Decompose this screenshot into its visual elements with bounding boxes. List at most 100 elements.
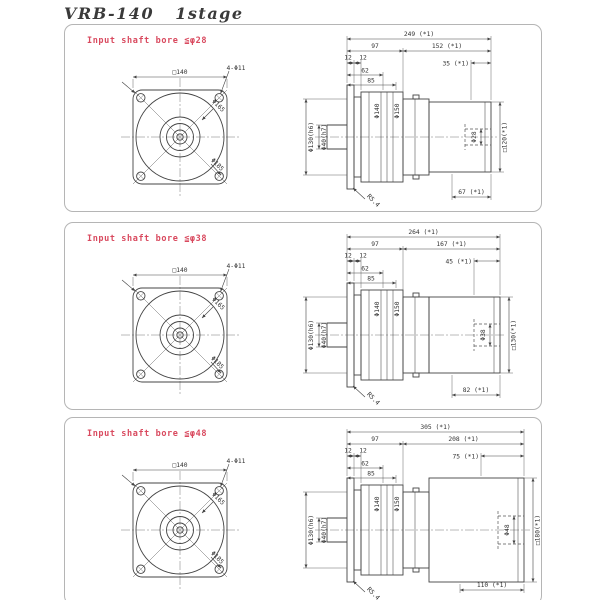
corner-radius-label: R5.4 (365, 193, 381, 209)
line (137, 371, 144, 378)
pilot-dia-label: Φ130(h6) (308, 122, 315, 152)
circle (136, 564, 146, 574)
body-dia-label: Φ140 (374, 103, 381, 118)
circle (135, 485, 225, 575)
line (137, 566, 144, 573)
dim-label: 97 (371, 43, 379, 50)
leader-line (220, 268, 230, 292)
leader-line (210, 556, 222, 569)
dim-label: 167 (*1) (436, 241, 466, 248)
leader-line (121, 474, 136, 487)
line (216, 487, 223, 494)
input-bore-note: Input shaft bore ≦φ38 (87, 234, 208, 244)
leader-line (201, 501, 214, 514)
dim-label: 208 (*1) (448, 436, 478, 443)
bolt-holes-label: 4-Φ11 (227, 458, 246, 465)
circle (135, 290, 225, 380)
total-length-label: 264 (*1) (408, 229, 438, 236)
line (137, 292, 144, 299)
leader-line (201, 108, 214, 121)
circle (166, 123, 194, 151)
circle (136, 291, 146, 301)
corner-radius-label: R5.4 (365, 391, 381, 407)
dim-label: 12 (359, 448, 367, 455)
leader-line (201, 306, 214, 319)
circle (159, 116, 201, 158)
page-title: VRB-140 1stage (64, 4, 244, 23)
motor-offset-label: 35 (*1) (442, 61, 469, 68)
outline (412, 567, 420, 573)
leader-line (121, 81, 136, 94)
circle (136, 93, 146, 103)
pilot-dia-label: Φ130(h6) (308, 320, 315, 350)
body-dia-label: Φ150 (394, 301, 401, 316)
input-bore-label: Φ28 (471, 131, 478, 143)
dim-label: 62 (361, 461, 369, 468)
body-dia-label: Φ150 (394, 496, 401, 511)
leader-line (352, 385, 366, 398)
circle (172, 522, 188, 538)
circle (136, 171, 146, 181)
bolt-holes-label: 4-Φ11 (227, 263, 246, 270)
total-length-label: 305 (*1) (420, 424, 450, 431)
line (216, 292, 223, 299)
circle (214, 291, 224, 301)
circle (214, 486, 224, 496)
outline (132, 482, 228, 578)
line (137, 94, 144, 101)
motor-offset-label: 45 (*1) (445, 259, 472, 266)
line (216, 566, 223, 573)
circle (172, 129, 188, 145)
shaft-dia-label: Φ40(h7) (321, 322, 328, 349)
dim-label: 85 (367, 276, 375, 283)
circle (136, 486, 146, 496)
adapter-length-label: 67 (*1) (458, 189, 485, 196)
input-bore-note: Input shaft bore ≦φ28 (87, 36, 208, 46)
circle (159, 509, 201, 551)
input-bore-label: Φ48 (504, 524, 511, 536)
dim-label: 62 (361, 68, 369, 75)
circle (166, 321, 194, 349)
line (137, 173, 144, 180)
shaft-dia-label: Φ40(h7) (321, 124, 328, 151)
circle (159, 314, 201, 356)
dim-label: 97 (371, 436, 379, 443)
outline (412, 94, 420, 100)
outline (428, 477, 525, 583)
dim-label: 12 (359, 253, 367, 260)
motor-square-label: □130(*1) (511, 320, 518, 350)
leader-line (352, 187, 366, 200)
total-length-label: 249 (*1) (404, 31, 434, 38)
outline (412, 372, 420, 378)
pilot-dia-label: Φ130(h6) (308, 515, 315, 545)
outline (132, 89, 228, 185)
dim-label: 12 (344, 448, 352, 455)
leader-line (121, 279, 136, 292)
dim-label: 12 (344, 253, 352, 260)
line (137, 487, 144, 494)
leader-line (220, 463, 230, 487)
circle (135, 92, 225, 182)
dim-label: 85 (367, 78, 375, 85)
outline (132, 287, 228, 383)
motor-square-label: □180(*1) (535, 515, 542, 545)
bolt-circle-label: Φ165 (210, 491, 226, 507)
dim-label: 12 (344, 55, 352, 62)
corner-radius-label: R5.4 (365, 586, 381, 600)
outline (412, 487, 420, 493)
circle (172, 327, 188, 343)
leader-line (210, 361, 222, 374)
leader-line (220, 70, 230, 94)
outline (412, 292, 420, 298)
